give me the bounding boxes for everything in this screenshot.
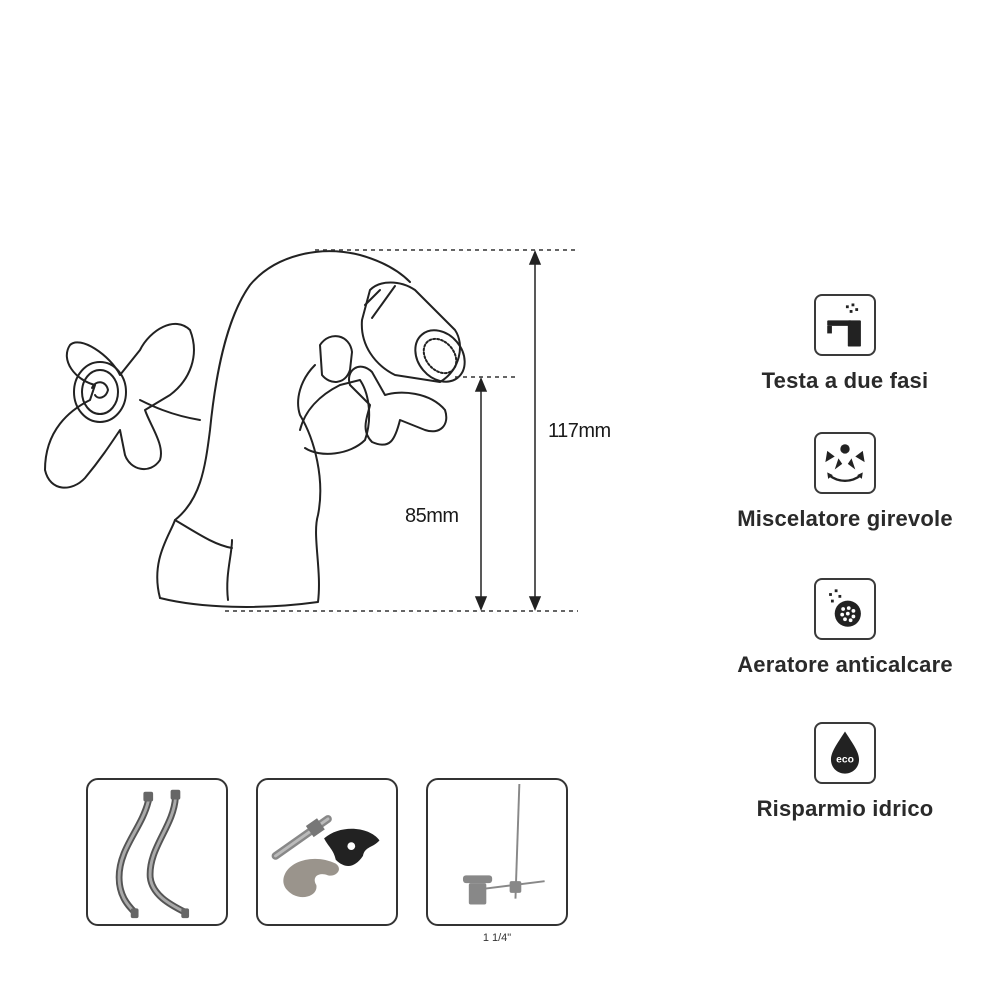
aerator: [414, 329, 466, 383]
diverter-lever: [319, 335, 353, 383]
left-cross-handle: [44, 323, 195, 489]
accessory-pop-up-waste: [426, 778, 568, 926]
feature-swivel: Miscelatore girevole: [700, 432, 990, 532]
right-cross-handle: [348, 365, 448, 446]
feature-anti-limescale: Aeratore anticalcare: [700, 578, 990, 678]
pop-up-waste-size-label: 1 1/4": [482, 932, 512, 944]
eco-badge: eco: [836, 754, 854, 765]
flexible-hoses-icon: [115, 789, 190, 919]
feature-two-phase: Testa a due fasi: [700, 294, 990, 394]
eco-water-drop-icon: eco: [814, 722, 876, 784]
accessory-flexible-hoses: [86, 778, 228, 926]
faucet-body-right: [159, 364, 322, 608]
feature-label: Risparmio idrico: [756, 796, 934, 821]
pop-up-waste-icon: [462, 783, 545, 905]
faucet-drawing: [44, 249, 578, 612]
swivel-mixer-icon: [814, 432, 876, 494]
feature-label: Testa a due fasi: [761, 368, 929, 393]
faucet-body: [156, 250, 411, 599]
mounting-kit-icon: [271, 815, 380, 898]
feature-label: Miscelatore girevole: [737, 506, 953, 531]
feature-water-saving: eco Risparmio idrico: [700, 722, 990, 822]
accessory-mounting-kit: [256, 778, 398, 926]
total-height-label: 117mm: [548, 420, 611, 442]
anti-limescale-aerator-icon: [814, 578, 876, 640]
feature-label: Aeratore anticalcare: [737, 652, 953, 677]
two-phase-cartridge-icon: [814, 294, 876, 356]
spout-height-label: 85mm: [405, 505, 459, 527]
